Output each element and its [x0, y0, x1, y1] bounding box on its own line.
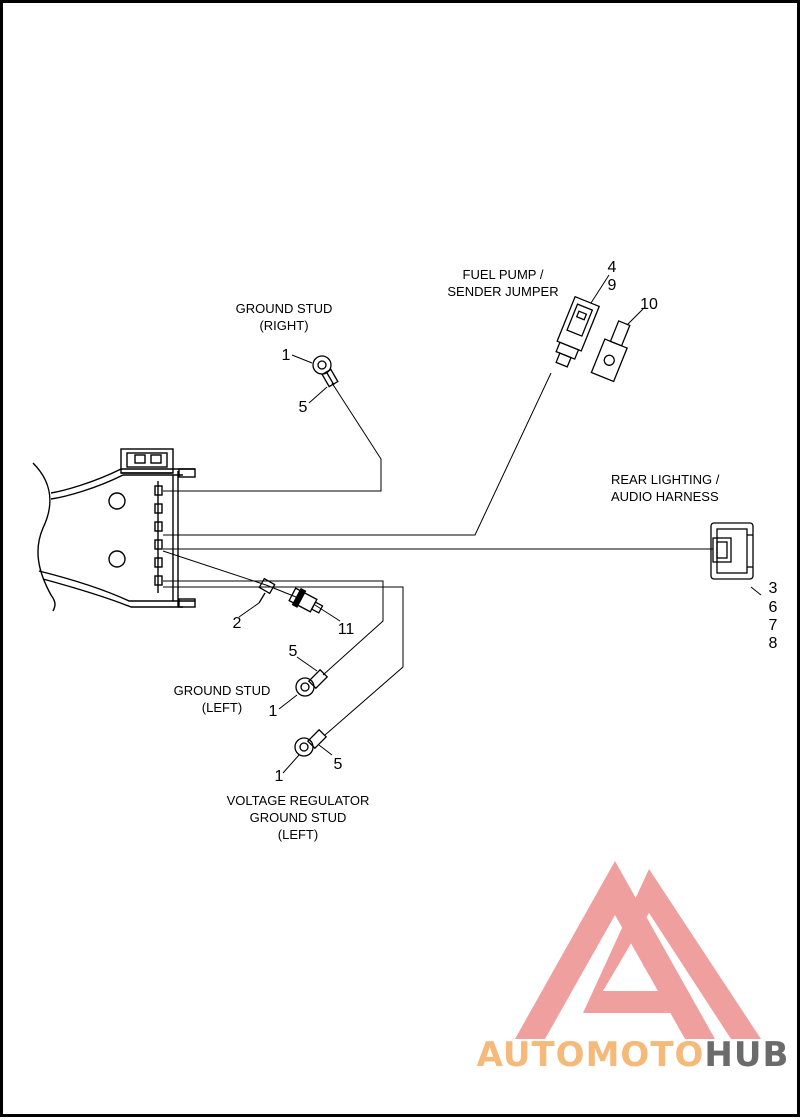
voltage-regulator-label-1: VOLTAGE REGULATOR [227, 793, 370, 808]
callout-vr-ring: 1 [275, 768, 284, 785]
callout-fuel-connector-b: 9 [608, 277, 617, 294]
ground-stud-right-label-1: GROUND STUD [236, 301, 333, 316]
frame-bracket [32, 448, 196, 612]
voltage-regulator-ground-stud [294, 728, 328, 757]
callout-vr-terminal: 5 [334, 756, 343, 773]
callout-rear-conn-c: 7 [769, 617, 778, 634]
watermark-text: AUTOMOTOHUB [477, 1035, 790, 1075]
callout-left-stud-terminal: 5 [289, 643, 298, 660]
callout-rear-conn-a: 3 [769, 580, 778, 597]
fuel-pump-label-1: FUEL PUMP / [463, 267, 544, 282]
callout-small-connector: 11 [338, 621, 355, 638]
watermark-part-hub: HUB [704, 1035, 789, 1075]
ground-stud-right-label-2: (RIGHT) [259, 318, 308, 333]
ground-stud-left-label-2: (LEFT) [202, 700, 242, 715]
callout-fuel-terminal: 10 [640, 296, 658, 313]
small-connector [288, 587, 324, 614]
harness-clip [258, 577, 276, 604]
callout-right-stud-terminal: 5 [299, 399, 308, 416]
watermark-part-auto: AUTO [477, 1035, 586, 1075]
harness-wires [162, 372, 713, 736]
rear-lighting-connector [710, 522, 754, 580]
callout-right-stud-ring: 1 [282, 347, 291, 364]
watermark-logo [515, 861, 761, 1039]
watermark-part-moto: MOTO [586, 1035, 705, 1075]
rear-lighting-label-1: REAR LIGHTING / [611, 472, 720, 487]
rear-lighting-label-2: AUDIO HARNESS [611, 489, 719, 504]
ground-stud-left-label-1: GROUND STUD [174, 683, 271, 698]
callout-rear-conn-d: 8 [769, 635, 778, 652]
fuel-pump-label-2: SENDER JUMPER [447, 284, 558, 299]
callout-rear-conn-b: 6 [769, 599, 778, 616]
voltage-regulator-label-3: (LEFT) [278, 827, 318, 842]
callout-fuel-connector-a: 4 [608, 259, 617, 276]
callout-left-stud-ring: 1 [269, 703, 278, 720]
callout-clip: 2 [233, 615, 242, 632]
right-ground-stud [312, 355, 339, 388]
left-ground-stud [295, 668, 329, 697]
voltage-regulator-label-2: GROUND STUD [250, 810, 347, 825]
leader-lines [238, 274, 762, 774]
fuel-terminal [590, 320, 631, 383]
wiring-diagram: GROUND STUD (RIGHT) FUEL PUMP / SENDER J… [32, 259, 790, 1075]
fuel-pump-connector [555, 295, 601, 368]
